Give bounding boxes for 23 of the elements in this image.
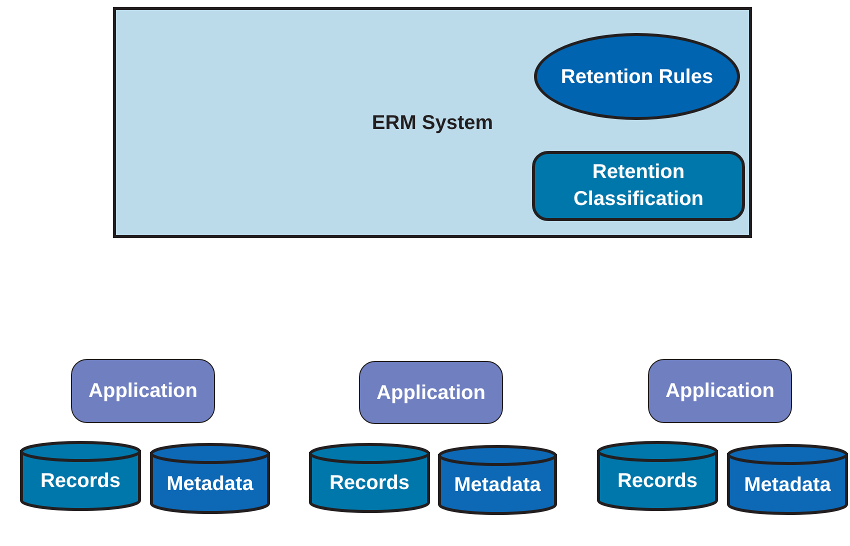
system-box: [113, 7, 752, 238]
node-label: Records: [328, 471, 411, 496]
records-cylinder: [20, 441, 141, 511]
records-cylinder: [309, 443, 430, 513]
application-box: [71, 359, 215, 423]
node-label: Metadata: [743, 472, 832, 498]
records-cylinder: [597, 441, 718, 511]
application-box: [648, 359, 792, 423]
node-label: Application: [664, 379, 776, 404]
node-label: Metadata: [453, 473, 542, 498]
classification-box: [532, 151, 745, 221]
metadata-cylinder: [150, 443, 270, 514]
node-label: Records: [616, 469, 699, 494]
metadata-cylinder: [438, 445, 557, 515]
node-label: Retention Rules: [560, 64, 714, 90]
node-label: Application: [376, 380, 486, 406]
application-box: [359, 361, 503, 424]
node-label: ERM System: [370, 110, 494, 136]
node-label: Records: [39, 469, 122, 494]
node-label: Retention Classification: [572, 160, 705, 212]
node-label: Metadata: [166, 472, 254, 496]
node-label: Application: [88, 379, 198, 404]
metadata-cylinder: [727, 444, 848, 515]
